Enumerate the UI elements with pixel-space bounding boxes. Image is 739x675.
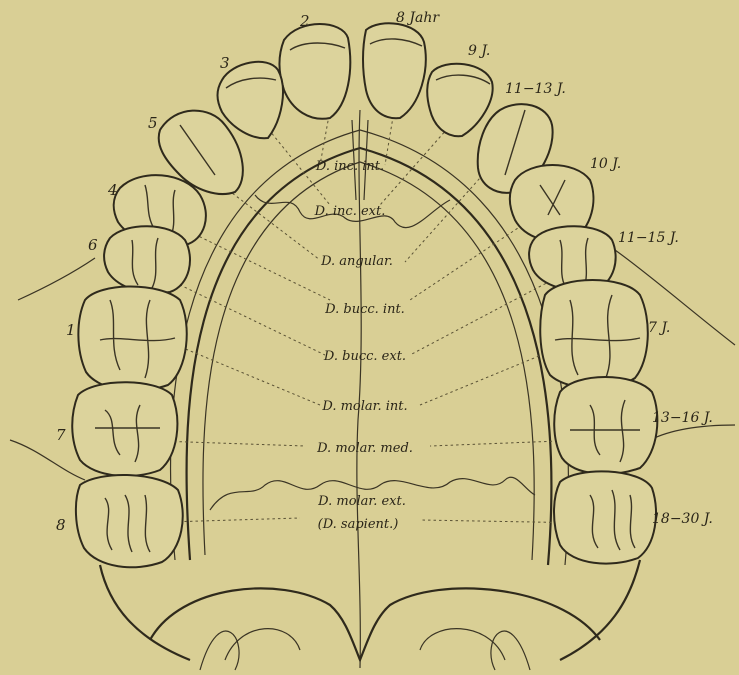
tooth-number-6: 6: [88, 236, 98, 254]
tooth-number-2: 2: [299, 12, 310, 30]
tooth-left-second-molar: [72, 382, 177, 476]
age-label-8-jahr: 8 Jahr: [396, 10, 440, 26]
left-hamulus: [200, 631, 239, 670]
region-label-molar-int: D. molar. int.: [321, 399, 407, 414]
age-label-11-13-j: 11−13 J.: [505, 81, 566, 97]
leader-inc-ext-right: [380, 120, 455, 205]
tooth-right-lateral-incisor: [427, 64, 492, 137]
tooth-number-8: 8: [56, 516, 66, 534]
tooth-left-central-incisor: [280, 24, 351, 119]
tooth-left-second-premolar: [104, 226, 190, 293]
age-label-18-30-j: 18−30 J.: [652, 511, 713, 527]
median-suture: [357, 110, 361, 668]
tooth-right-third-molar: [554, 471, 656, 563]
right-tuberosity: [560, 560, 640, 660]
tooth-left-third-molar: [76, 475, 183, 567]
tooth-number-3: 3: [220, 54, 230, 72]
age-label-10-j: 10 J.: [590, 156, 621, 172]
tooth-number-4: 4: [107, 181, 118, 199]
tooth-number-1: 1: [66, 321, 76, 339]
region-label-molar-ext: D. molar. ext.: [317, 494, 406, 509]
region-label-inc-ext: D. inc. ext.: [314, 204, 386, 219]
tooth-right-first-molar: [540, 280, 648, 388]
tooth-number-7: 7: [56, 426, 66, 444]
age-label-9-j: 9 J.: [468, 43, 490, 59]
age-label-11-15-j: 11−15 J.: [618, 230, 679, 246]
region-label-molar-med: D. molar. med.: [316, 441, 413, 456]
region-label-inc-int: D. inc. int.: [315, 159, 384, 174]
tooth-number-5: 5: [148, 114, 158, 132]
region-label-bucc-int: D. bucc. int.: [324, 302, 405, 317]
tooth-right-second-molar: [554, 377, 657, 474]
right-hamulus: [491, 631, 530, 670]
age-label-13-16-j: 13−16 J.: [652, 410, 713, 426]
region-label-angular: D. angular.: [320, 254, 393, 269]
left-cheek-line: [18, 258, 95, 300]
tooth-left-first-molar: [78, 287, 186, 391]
soft-palate: [150, 588, 600, 660]
region-label-bucc-ext: D. bucc. ext.: [323, 349, 406, 364]
age-label-7-j: 7 J.: [648, 320, 670, 336]
right-jaw-line: [650, 425, 735, 440]
region-label-sapient: (D. sapient.): [318, 517, 399, 532]
tooth-right-central-incisor: [363, 23, 426, 118]
